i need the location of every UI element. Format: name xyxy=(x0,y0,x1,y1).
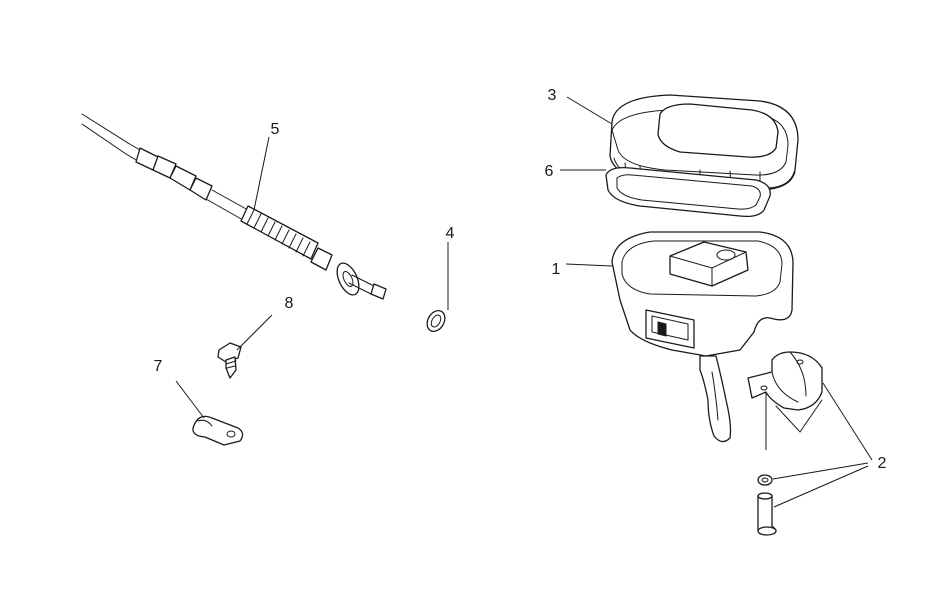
callout-5: 5 xyxy=(271,121,280,138)
reservoir-cap: 3 xyxy=(548,87,799,191)
o-ring: 4 xyxy=(426,225,455,332)
throttle-housing: 1 xyxy=(552,231,794,443)
throttle-cable: 5 xyxy=(81,113,387,300)
callout-2: 2 xyxy=(878,455,887,472)
gasket: 6 xyxy=(545,163,771,218)
clamp-set: 2 xyxy=(747,351,887,536)
callout-8: 8 xyxy=(285,295,294,312)
cable-clamp: 7 xyxy=(154,358,244,446)
callout-7: 7 xyxy=(154,358,163,375)
callout-3: 3 xyxy=(548,87,557,104)
callout-1: 1 xyxy=(552,261,561,278)
screw: 8 xyxy=(217,295,294,379)
callout-6: 6 xyxy=(545,163,554,180)
callout-4: 4 xyxy=(446,225,455,242)
